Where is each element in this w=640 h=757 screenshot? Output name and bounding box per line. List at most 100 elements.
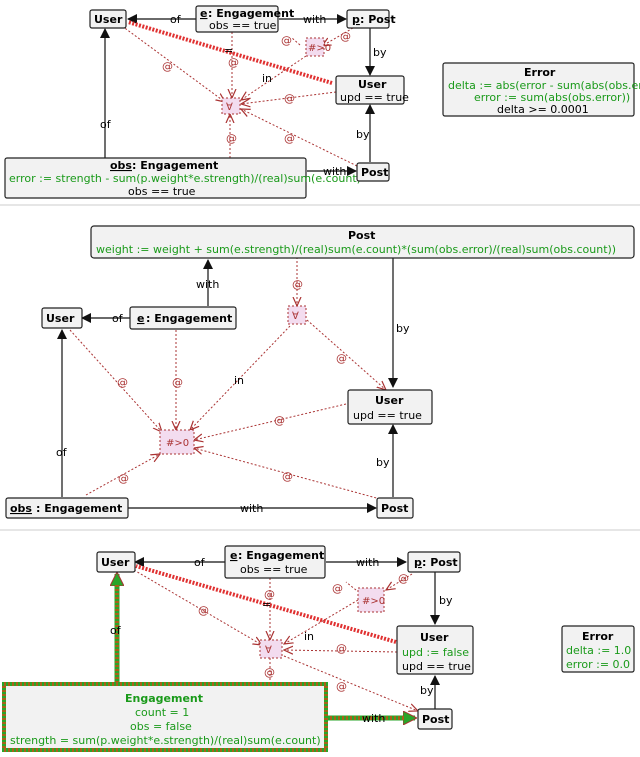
node-user-1[interactable]: User — [89, 9, 127, 29]
svg-text:#>0: #>0 — [308, 43, 331, 54]
at-1: @ — [162, 60, 173, 73]
svg-text:∀: ∀ — [226, 102, 233, 113]
node-engagement-e-1[interactable]: e : Engagement obs == true — [195, 5, 294, 33]
node-post-top-2[interactable]: Post weight := weight + sum(e.strength)/… — [90, 225, 635, 259]
label-of-2-2: of — [56, 446, 68, 459]
svg-text:obs: obs — [110, 159, 132, 172]
svg-text:weight := weight + sum(e.stren: weight := weight + sum(e.strength)/(real… — [96, 243, 616, 256]
svg-text:: Post: : Post — [360, 13, 396, 26]
node-error-3[interactable]: Error delta := 1.0 error := 0.0 — [561, 625, 635, 673]
node-error-1[interactable]: Error delta := abs(error - sum(abs(obs.e… — [442, 62, 640, 117]
svg-text:delta >= 0.0001: delta >= 0.0001 — [497, 103, 589, 116]
label-with-1: with — [303, 13, 326, 26]
svg-text:: Engagement: : Engagement — [238, 549, 324, 562]
svg-text:e: e — [200, 7, 207, 20]
quant-count-2: #>0 — [159, 429, 195, 455]
at-p3-7: @ — [264, 666, 275, 679]
label-with-2-3: with — [362, 712, 385, 725]
svg-text:error := 0.0: error := 0.0 — [566, 658, 630, 671]
label-eq-1: = — [224, 44, 233, 57]
label-of-1: of — [170, 13, 182, 26]
svg-text:User: User — [94, 13, 123, 26]
label-with-up-2: with — [196, 278, 219, 291]
label-of-1-3: of — [194, 556, 206, 569]
svg-text:Error: Error — [524, 66, 556, 79]
edge-at-p3-3 — [386, 573, 413, 590]
label-by-1-3: by — [439, 594, 453, 607]
at-p2-4: @ — [336, 352, 347, 365]
edge-at-3 — [322, 27, 354, 46]
node-new-engagement-3[interactable]: Engagement count = 1 obs = false strengt… — [2, 682, 328, 752]
label-of-2-3: of — [110, 624, 122, 637]
label-of-2: of — [100, 118, 112, 131]
node-post-3[interactable]: Post — [417, 708, 453, 730]
svg-text:: Engagement: : Engagement — [132, 159, 218, 172]
svg-text:User: User — [420, 631, 449, 644]
quant-count-1: #>0 — [305, 37, 331, 57]
edge-at-7 — [291, 37, 301, 46]
node-post-2[interactable]: Post — [376, 497, 414, 519]
at-4: @ — [340, 30, 351, 43]
panel-3: of with by by of with in @ @ @ @ @ @ @ =… — [2, 545, 635, 752]
quant-forall-2: ∀ — [287, 305, 307, 325]
node-post-1[interactable]: Post — [356, 162, 390, 182]
svg-text:obs: obs — [10, 502, 32, 515]
edge-at-p2-6 — [194, 448, 381, 500]
at-p3-6: @ — [336, 680, 347, 693]
edge-at-1 — [121, 25, 225, 102]
node-user-upd-3[interactable]: User upd := false upd == true — [396, 625, 474, 675]
panel-2: with of by by of with in @ @ @ @ @ @ @ ∀… — [5, 225, 635, 519]
at-p3-3: @ — [332, 582, 343, 595]
edge-at-p2-4 — [306, 319, 386, 390]
label-with-2: with — [323, 165, 346, 178]
at-p3-5: @ — [336, 642, 347, 655]
svg-text:User: User — [375, 394, 404, 407]
svg-text:upd == true: upd == true — [340, 91, 409, 104]
quant-count-3: #>0 — [357, 587, 385, 613]
at-p3-1: @ — [198, 604, 209, 617]
svg-text:obs = false: obs = false — [130, 720, 192, 733]
svg-text:∀: ∀ — [265, 645, 272, 656]
at-2: @ — [228, 56, 239, 69]
at-p2-5: @ — [274, 414, 285, 427]
edge-at-p3-7 — [345, 581, 357, 591]
at-p2-6: @ — [282, 470, 293, 483]
node-user-3[interactable]: User — [96, 551, 136, 573]
node-user-upd-1[interactable]: User upd == true — [335, 75, 409, 105]
node-obs-engagement-2[interactable]: obs : Engagement — [5, 497, 129, 519]
at-p2-2: @ — [117, 376, 128, 389]
label-with-2-2: with — [240, 502, 263, 515]
quant-forall-3: ∀ — [259, 639, 283, 659]
svg-text:delta := abs(error - sum(abs(o: delta := abs(error - sum(abs(obs.error))… — [448, 79, 640, 92]
svg-text:upd == true: upd == true — [402, 660, 471, 673]
svg-text:Engagement: Engagement — [125, 692, 203, 705]
edge-red-equal — [127, 20, 333, 85]
svg-text:strength = sum(p.weight*e.stre: strength = sum(p.weight*e.strength)/(rea… — [10, 734, 321, 747]
label-with-1-3: with — [356, 556, 379, 569]
svg-text:#>0: #>0 — [166, 438, 189, 449]
node-engagement-e-3[interactable]: e : Engagement obs == true — [224, 545, 326, 579]
svg-text:e: e — [230, 549, 237, 562]
svg-text:User: User — [101, 556, 130, 569]
node-user-upd-2[interactable]: User upd == true — [347, 389, 433, 425]
svg-text:Post: Post — [348, 229, 375, 242]
svg-text:Post: Post — [361, 166, 388, 179]
label-in: in — [262, 72, 272, 85]
svg-text:delta := 1.0: delta := 1.0 — [566, 644, 631, 657]
at-p2-7: @ — [118, 472, 129, 485]
node-user-2[interactable]: User — [41, 307, 83, 329]
at-6: @ — [284, 132, 295, 145]
at-p3-2: @ — [264, 588, 275, 601]
svg-text:error := strength - sum(p.weig: error := strength - sum(p.weight*e.stren… — [9, 172, 361, 185]
svg-text:User: User — [46, 312, 75, 325]
node-engagement-e-2[interactable]: e : Engagement — [129, 306, 237, 330]
svg-text:obs == true: obs == true — [240, 563, 308, 576]
node-post-p-3[interactable]: p : Post — [407, 551, 461, 573]
node-obs-engagement-1[interactable]: obs : Engagement error := strength - sum… — [4, 157, 361, 199]
edge-at-p2-5 — [194, 403, 347, 440]
svg-text:error := sum(abs(obs.error)): error := sum(abs(obs.error)) — [474, 91, 630, 104]
node-post-p-1[interactable]: p : Post — [346, 9, 396, 29]
at-p2-1: @ — [292, 278, 303, 291]
svg-text:p: p — [352, 13, 360, 26]
